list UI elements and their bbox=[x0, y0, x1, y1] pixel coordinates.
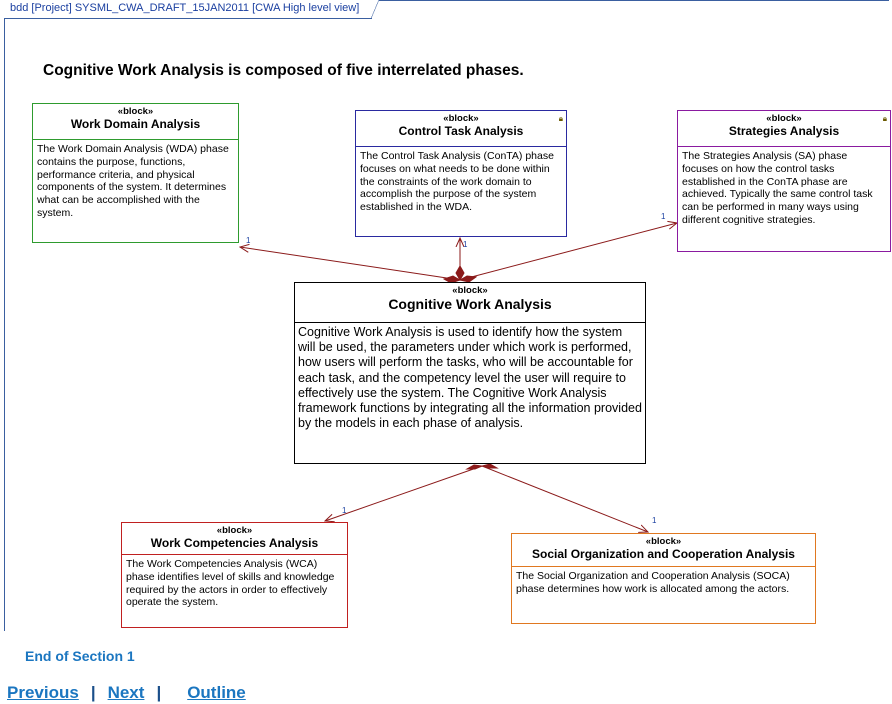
block-stereotype: «block» bbox=[117, 106, 154, 117]
lock-icon: 🔒︎ bbox=[882, 114, 887, 123]
end-of-section-label: End of Section 1 bbox=[25, 648, 135, 664]
block-name: Strategies Analysis bbox=[728, 124, 840, 138]
block-stereotype: «block» bbox=[452, 285, 488, 296]
outline-link[interactable]: Outline bbox=[187, 683, 246, 702]
block-header: «block» Social Organization and Cooperat… bbox=[512, 534, 815, 567]
block-social-organization-cooperation-analysis[interactable]: «block» Social Organization and Cooperat… bbox=[511, 533, 816, 624]
block-name: Work Domain Analysis bbox=[70, 117, 201, 131]
block-work-competencies-analysis[interactable]: «block» Work Competencies Analysis The W… bbox=[121, 522, 348, 628]
block-cognitive-work-analysis[interactable]: «block» Cognitive Work Analysis Cognitiv… bbox=[294, 282, 646, 464]
connector-cwa-wca bbox=[325, 465, 483, 521]
section-navigation: Previous | Next | Outline bbox=[7, 683, 246, 703]
block-stereotype: «block» bbox=[766, 113, 802, 124]
diagram-frame bbox=[4, 0, 889, 631]
block-description: The Work Domain Analysis (WDA) phase con… bbox=[37, 143, 229, 219]
next-link[interactable]: Next bbox=[107, 683, 145, 702]
composition-diamond-bottom-2 bbox=[480, 463, 499, 469]
block-name: Social Organization and Cooperation Anal… bbox=[532, 547, 795, 561]
block-name: Work Competencies Analysis bbox=[150, 536, 319, 550]
block-work-domain-analysis[interactable]: «block» Work Domain Analysis The Work Do… bbox=[32, 103, 239, 243]
multiplicity-wda: 1 bbox=[246, 236, 251, 245]
connector-cwa-sa bbox=[459, 223, 677, 281]
block-stereotype: «block» bbox=[645, 536, 682, 547]
block-header: «block» Work Domain Analysis bbox=[33, 104, 238, 140]
composition-diamond-top-3 bbox=[458, 275, 478, 283]
block-header: «block» Strategies Analysis bbox=[678, 111, 890, 147]
block-name: Cognitive Work Analysis bbox=[388, 296, 552, 312]
nav-separator: | bbox=[90, 683, 96, 702]
block-strategies-analysis[interactable]: 🔒︎ «block» Strategies Analysis The Strat… bbox=[677, 110, 891, 252]
lock-icon: 🔒︎ bbox=[558, 114, 563, 123]
previous-link[interactable]: Previous bbox=[7, 683, 79, 702]
block-description: The Social Organization and Cooperation … bbox=[516, 570, 790, 595]
block-description: The Work Competencies Analysis (WCA) pha… bbox=[126, 558, 335, 609]
block-header: «block» Control Task Analysis bbox=[356, 111, 566, 147]
block-description: The Control Task Analysis (ConTA) phase … bbox=[360, 150, 554, 214]
connector-cwa-soca bbox=[481, 465, 648, 532]
block-header: «block» Work Competencies Analysis bbox=[122, 523, 347, 555]
block-name: Control Task Analysis bbox=[398, 124, 524, 138]
block-header: «block» Cognitive Work Analysis bbox=[295, 283, 645, 323]
composition-diamond-top-2 bbox=[455, 264, 465, 282]
nav-separator: | bbox=[156, 683, 162, 702]
block-control-task-analysis[interactable]: 🔒︎ «block» Control Task Analysis The Con… bbox=[355, 110, 567, 237]
block-stereotype: «block» bbox=[216, 525, 253, 536]
block-description: Cognitive Work Analysis is used to ident… bbox=[298, 325, 642, 431]
block-stereotype: «block» bbox=[443, 113, 479, 124]
multiplicity-soca: 1 bbox=[652, 516, 657, 525]
connector-cwa-wda bbox=[240, 247, 461, 281]
composition-diamond-bottom-1 bbox=[465, 464, 484, 470]
diagram-heading: Cognitive Work Analysis is composed of f… bbox=[43, 62, 524, 79]
multiplicity-wca: 1 bbox=[342, 506, 347, 515]
multiplicity-cta: 1 bbox=[463, 240, 468, 249]
block-description: The Strategies Analysis (SA) phase focus… bbox=[682, 150, 873, 226]
multiplicity-sa: 1 bbox=[661, 212, 666, 221]
diagram-frame-tab: bdd [Project] SYSML_CWA_DRAFT_15JAN2011 … bbox=[4, 0, 380, 19]
